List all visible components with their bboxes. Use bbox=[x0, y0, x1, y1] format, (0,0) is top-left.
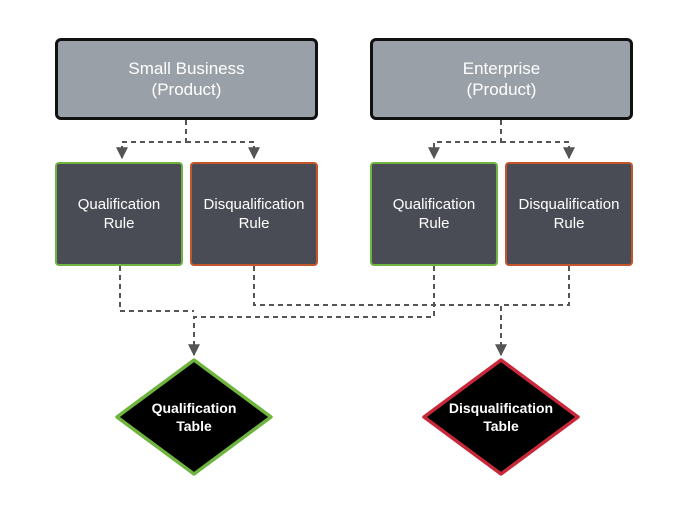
connector-sb-qual-to-table bbox=[119, 266, 194, 312]
sb-qualification-rule-box: Qualification Rule bbox=[55, 162, 183, 266]
connector-ent-to-disq bbox=[501, 141, 575, 160]
connector-ent-qual-to-table bbox=[188, 266, 435, 357]
table-label: Disqualification bbox=[448, 400, 554, 416]
rule-label: Rule bbox=[553, 215, 585, 232]
connector-ent-to-qual bbox=[428, 120, 502, 160]
rule-label: Rule bbox=[418, 215, 450, 232]
ent-qualification-rule-box: Qualification Rule bbox=[370, 162, 498, 266]
rule-label: Disqualification bbox=[518, 196, 620, 213]
connector-sb-disq-to-table bbox=[253, 266, 501, 306]
enterprise-product-box: Enterprise (Product) bbox=[370, 38, 633, 120]
product-title: Enterprise bbox=[462, 59, 541, 78]
disqualification-table-label: Disqualification Table bbox=[431, 395, 571, 439]
product-subtitle: (Product) bbox=[466, 80, 537, 99]
table-label: Table bbox=[176, 418, 212, 434]
rule-label: Rule bbox=[103, 215, 135, 232]
qualification-table-label: Qualification Table bbox=[124, 395, 264, 439]
connector-ent-disq-to-table bbox=[495, 266, 570, 357]
rule-label: Disqualification bbox=[203, 196, 305, 213]
product-subtitle: (Product) bbox=[151, 80, 222, 99]
table-label: Qualification bbox=[151, 400, 237, 416]
product-title: Small Business bbox=[128, 59, 245, 78]
rule-label: Qualification bbox=[392, 196, 476, 213]
qualification-table-diamond bbox=[115, 358, 273, 476]
connector-sb-to-disq bbox=[186, 141, 260, 160]
rule-label: Qualification bbox=[77, 196, 161, 213]
small-business-product-box: Small Business (Product) bbox=[55, 38, 318, 120]
connector-sb-to-qual bbox=[116, 120, 187, 160]
sb-disqualification-rule-box: Disqualification Rule bbox=[190, 162, 318, 266]
disqualification-table-diamond bbox=[422, 358, 580, 476]
table-label: Table bbox=[483, 418, 519, 434]
ent-disqualification-rule-box: Disqualification Rule bbox=[505, 162, 633, 266]
rule-label: Rule bbox=[238, 215, 270, 232]
